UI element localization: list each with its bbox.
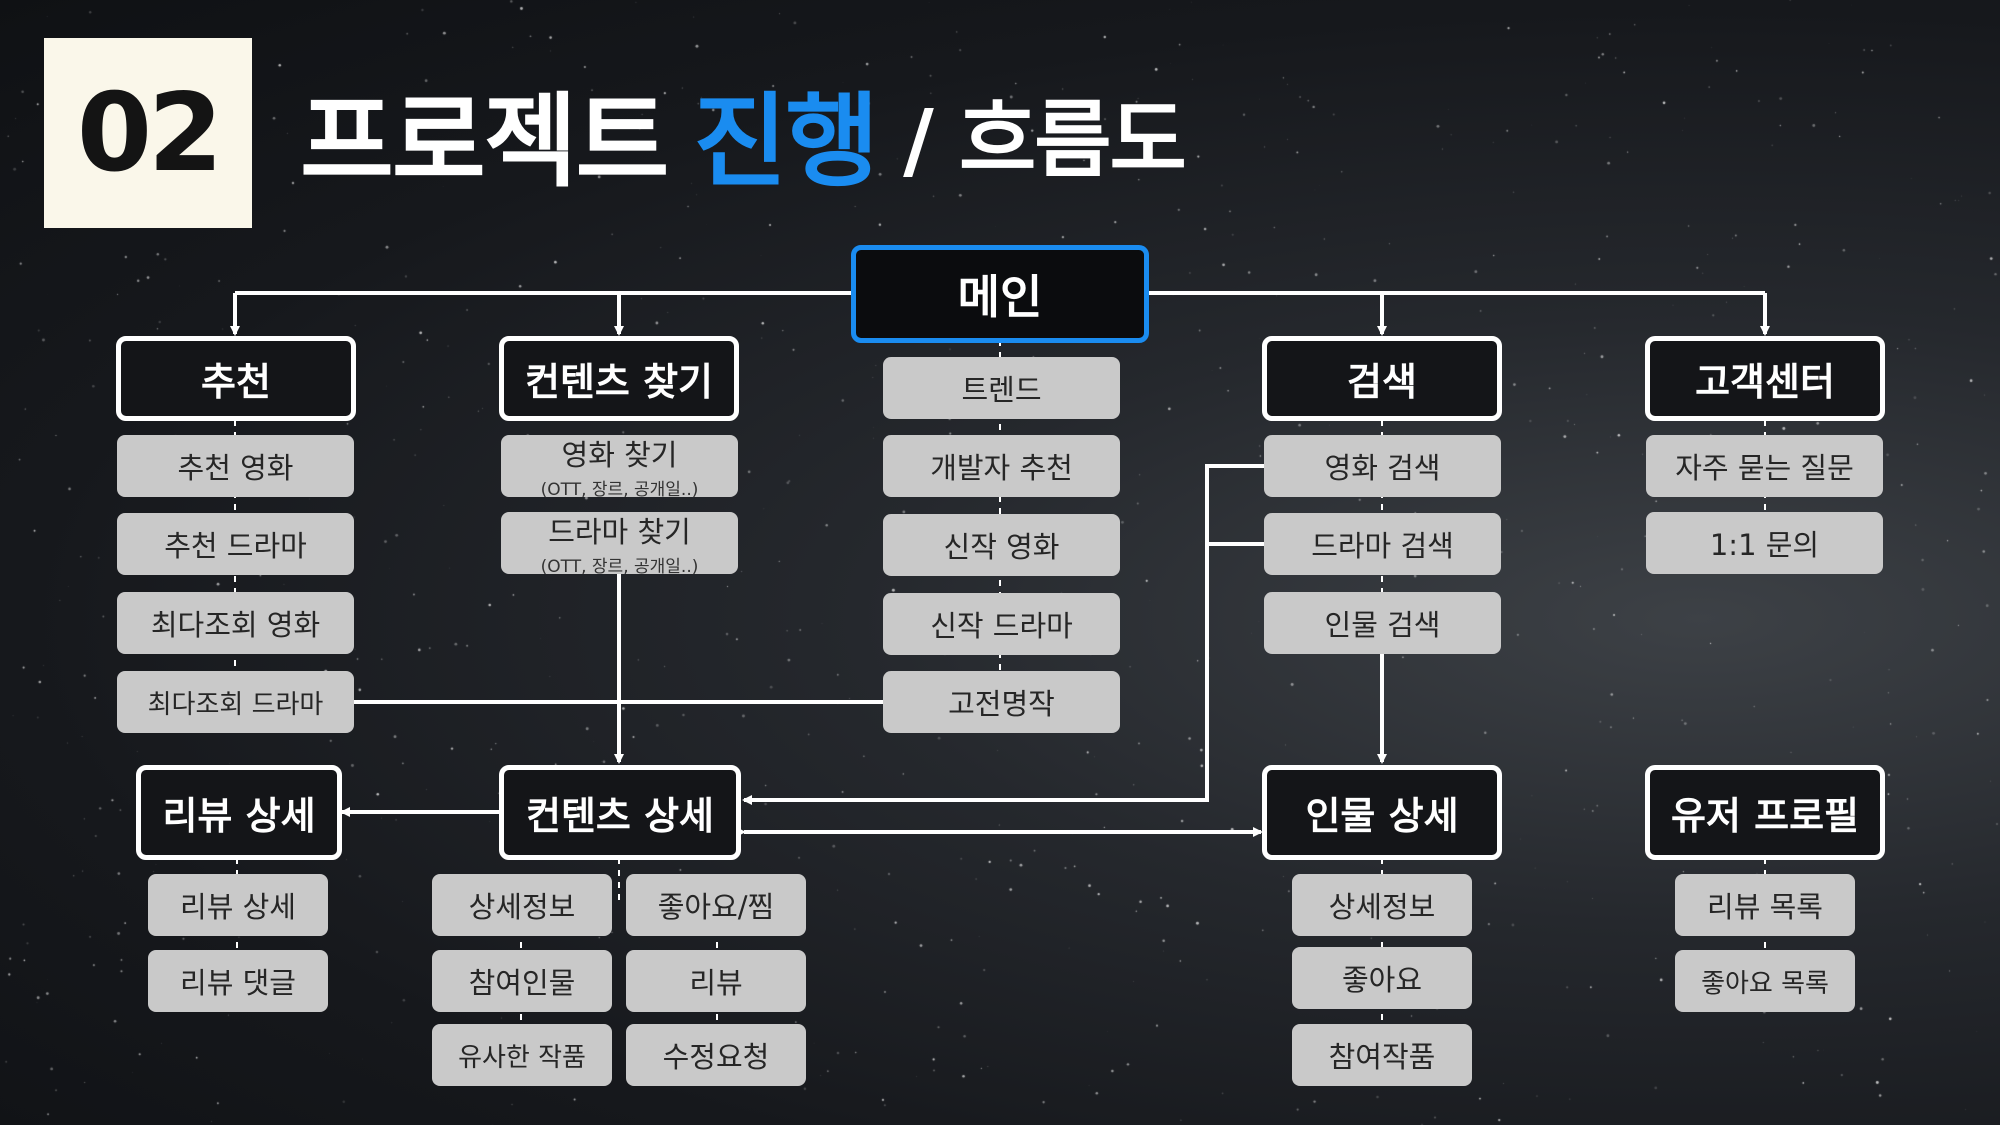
item-search-movie: 영화 검색: [1264, 435, 1501, 497]
item-find-drama: 드라마 찾기 (OTT, 장르, 공개일..): [501, 512, 738, 577]
item-review-comment: 리뷰 댓글: [148, 950, 328, 1012]
node-main: 메인: [851, 245, 1149, 343]
node-review-detail: 리뷰 상세: [136, 765, 342, 860]
item-new-movie: 신작 영화: [883, 514, 1120, 576]
title-sub: / 흐름도: [903, 90, 1187, 189]
item-recommend-drama: 추천 드라마: [117, 513, 354, 575]
title-main: 프로젝트: [300, 82, 669, 202]
item-recommend-movie: 추천 영화: [117, 435, 354, 497]
node-customer-center: 고객센터: [1645, 336, 1885, 421]
node-content-detail: 컨텐츠 상세: [499, 765, 741, 860]
item-like-list: 좋아요 목록: [1675, 950, 1855, 1012]
item-like-wishlist: 좋아요/찜: [626, 874, 806, 936]
node-person-detail: 인물 상세: [1262, 765, 1502, 860]
node-content-find: 컨텐츠 찾기: [499, 336, 739, 421]
item-faq: 자주 묻는 질문: [1646, 435, 1883, 497]
item-find-movie-sub: (OTT, 장르, 공개일..): [540, 480, 699, 500]
item-inquiry: 1:1 문의: [1646, 512, 1883, 574]
item-detail-people: 참여인물: [432, 950, 612, 1012]
item-person-like: 좋아요: [1292, 947, 1472, 1009]
item-review-detail: 리뷰 상세: [148, 874, 328, 936]
item-similar-works: 유사한 작품: [432, 1024, 612, 1086]
item-find-movie-label: 영화 찾기: [561, 438, 678, 472]
item-classic: 고전명작: [883, 671, 1120, 733]
section-number-badge: 02: [44, 38, 252, 228]
search-to-detail-line: [742, 464, 1265, 805]
item-search-drama: 드라마 검색: [1264, 513, 1501, 575]
page-title: 프로젝트 진행 / 흐름도: [300, 68, 1187, 202]
title-accent: 진행: [693, 82, 879, 202]
node-recommend: 추천: [116, 336, 356, 421]
item-edit-request: 수정요청: [626, 1024, 806, 1086]
section-number: 02: [76, 70, 223, 196]
node-user-profile: 유저 프로필: [1645, 765, 1885, 860]
item-find-drama-label: 드라마 찾기: [548, 515, 691, 549]
item-search-person: 인물 검색: [1264, 592, 1501, 654]
item-review: 리뷰: [626, 950, 806, 1012]
item-top-drama: 최다조회 드라마: [117, 671, 354, 733]
item-detail-info: 상세정보: [432, 874, 612, 936]
item-find-drama-sub: (OTT, 장르, 공개일..): [540, 557, 699, 577]
item-person-works: 참여작품: [1292, 1024, 1472, 1086]
item-review-list: 리뷰 목록: [1675, 874, 1855, 936]
item-find-movie: 영화 찾기 (OTT, 장르, 공개일..): [501, 435, 738, 500]
node-search: 검색: [1262, 336, 1502, 421]
item-dev-pick: 개발자 추천: [883, 435, 1120, 497]
item-new-drama: 신작 드라마: [883, 593, 1120, 655]
item-trend: 트렌드: [883, 357, 1120, 419]
item-top-movie: 최다조회 영화: [117, 592, 354, 654]
item-person-info: 상세정보: [1292, 874, 1472, 936]
